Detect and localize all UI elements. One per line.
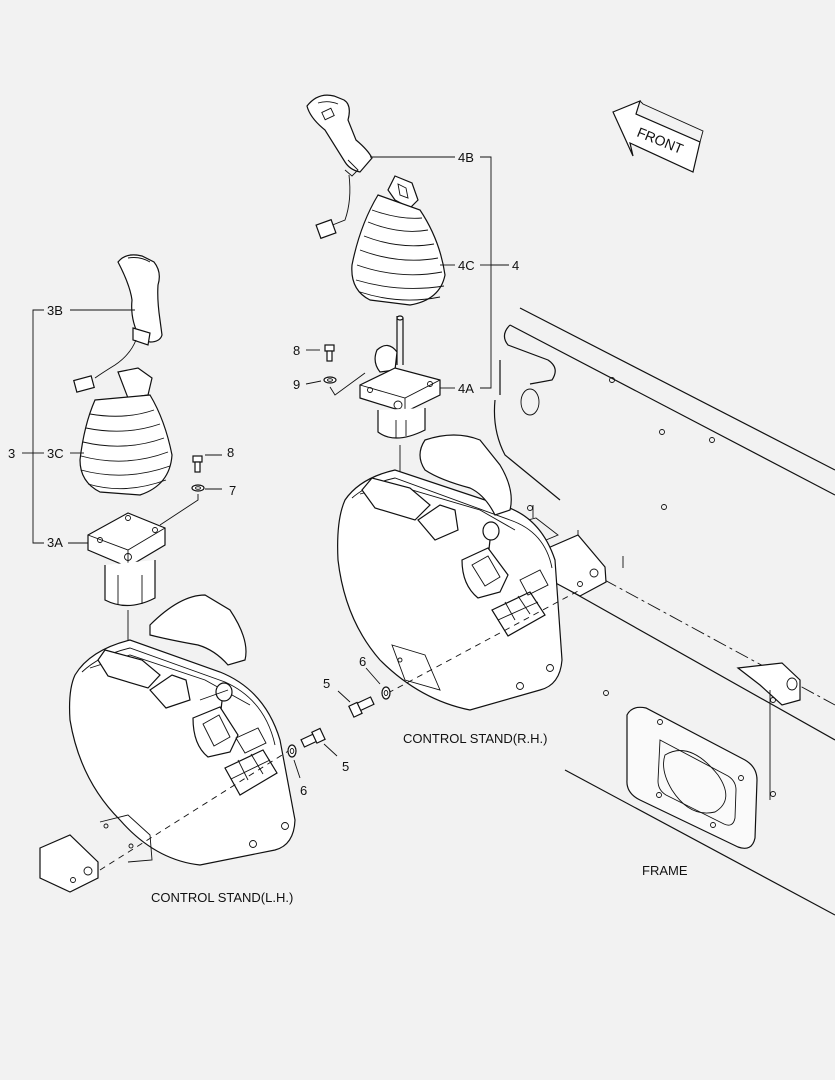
- callout-8-rh: 8: [293, 343, 300, 358]
- lh-boot: [70, 367, 173, 496]
- rh-control-stand: [337, 434, 581, 711]
- callout-3B: 3B: [47, 303, 63, 318]
- callout-4B: 4B: [458, 150, 474, 165]
- callout-4C: 4C: [458, 258, 475, 273]
- callout-9-rh: 9: [293, 377, 300, 392]
- callout-3: 3: [8, 446, 15, 461]
- assembly-4-bracket: [480, 156, 509, 389]
- caption-control-stand-lh: CONTROL STAND(L.H.): [151, 890, 293, 905]
- lh-mount-bracket: [39, 814, 153, 893]
- assembly-3-bracket: [22, 309, 44, 544]
- callout-5-rh: 5: [323, 676, 330, 691]
- callout-3C: 3C: [47, 446, 64, 461]
- rh-pilot-valve: [359, 315, 455, 485]
- callout-6-rh: 6: [359, 654, 366, 669]
- callout-5-lh: 5: [342, 759, 349, 774]
- frame-assembly: [471, 307, 835, 916]
- lh-pilot-valve: [68, 512, 166, 660]
- caption-control-stand-rh: CONTROL STAND(R.H.): [403, 731, 547, 746]
- front-arrow: FRONT: [612, 99, 704, 173]
- lh-mount-bolt: [287, 727, 338, 779]
- callout-4A: 4A: [458, 381, 474, 396]
- lh-joystick-grip: [70, 254, 163, 393]
- caption-frame: FRAME: [642, 863, 688, 878]
- lh-control-stand: [68, 594, 296, 871]
- callout-7-lh: 7: [229, 483, 236, 498]
- rh-joystick-grip: [306, 94, 455, 240]
- rh-boot: [351, 175, 455, 306]
- rh-bolt-washer: [305, 344, 366, 396]
- callout-6-lh: 6: [300, 783, 307, 798]
- rh-mount-bolt: [337, 667, 391, 718]
- callout-3A: 3A: [47, 535, 63, 550]
- callout-8-lh: 8: [227, 445, 234, 460]
- callout-4: 4: [512, 258, 519, 273]
- lh-bolt-washer: [159, 454, 222, 526]
